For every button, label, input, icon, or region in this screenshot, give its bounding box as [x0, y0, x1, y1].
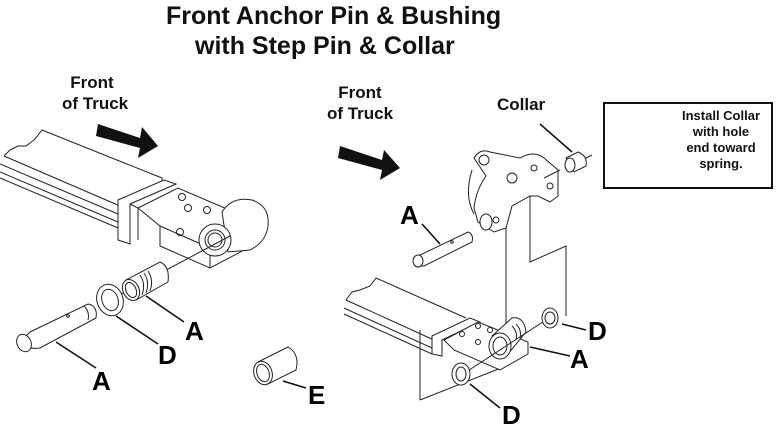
diagram-title-line2: with Step Pin & Collar	[195, 32, 455, 60]
front-label-line1: Front	[70, 73, 114, 92]
washer-left	[96, 283, 124, 317]
step-pin-right	[412, 231, 473, 268]
leaf-spring-left	[0, 129, 163, 229]
washer-right-lower	[451, 362, 471, 386]
collar-label: Collar	[497, 95, 546, 114]
note-line1: Install Collar	[681, 108, 761, 123]
collar-right	[543, 151, 593, 179]
front-of-truck-label-right: Front of Truck	[320, 82, 400, 124]
callout-a-bushing-right: A	[570, 344, 589, 374]
callout-e-sleeve: E	[308, 380, 326, 410]
right-assembly	[338, 123, 593, 409]
front-direction-arrow-left	[96, 124, 158, 158]
front-label-line1: Front	[338, 83, 382, 102]
install-collar-note: Install Collar with hole end toward spri…	[603, 102, 773, 189]
front-direction-arrow-right	[338, 146, 400, 180]
callout-a-pin-left: A	[92, 366, 111, 396]
shackle-hanger	[468, 150, 559, 233]
note-text: Install Collar with hole end toward spri…	[669, 108, 773, 172]
front-label-line2: of Truck	[62, 94, 129, 113]
leaf-spring-right	[343, 277, 467, 355]
anchor-pin-left	[16, 303, 97, 353]
callout-d-washer-lower: D	[502, 400, 521, 430]
front-of-truck-label-left: Front of Truck	[62, 72, 129, 114]
callout-a-bushing-left: A	[185, 316, 204, 346]
note-line3: end toward	[686, 140, 756, 155]
note-line2: with hole	[692, 124, 750, 139]
bushing-left	[121, 261, 169, 302]
note-line4: spring.	[699, 156, 743, 171]
sleeve-left	[253, 346, 298, 386]
spring-eye-block-left	[109, 187, 269, 301]
diagram-title-line1: Front Anchor Pin & Bushing	[166, 2, 502, 30]
callout-d-washer-upper: D	[588, 316, 607, 346]
callout-a-step-pin: A	[400, 200, 419, 230]
washer-right-upper	[541, 307, 559, 329]
spring-eye-block-right	[443, 315, 553, 377]
callout-d-washer-left: D	[158, 340, 177, 370]
left-assembly	[0, 124, 307, 389]
front-label-line2: of Truck	[326, 104, 394, 123]
